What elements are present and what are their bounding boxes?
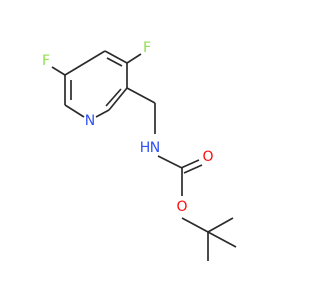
bond-c6-ch2: [126, 87, 156, 104]
bond-c3-c4: [104, 50, 128, 64]
molecule-structure-diagram: F F N H N O O: [42, 40, 237, 261]
bond-n-ring-c1: [64, 104, 85, 118]
bond-carbonyl-double-1: [180, 159, 200, 169]
bond-c6-n-ring: [95, 109, 110, 118]
bond-carbonyl-double-2: [183, 164, 203, 174]
bond-o-ester-c-quaternary: [181, 217, 209, 233]
bond-c5-c6-inner: [105, 88, 122, 107]
bond-c3-c4-inner: [106, 57, 123, 67]
atom-label-o-carbonyl: O: [202, 149, 213, 165]
bond-c2-f-left: [51, 66, 66, 76]
bond-c-quaternary-ch3-up: [207, 217, 234, 233]
atom-label-f-top: F: [143, 40, 151, 56]
atom-label-n-ring: N: [85, 113, 95, 129]
atom-label-n-amide: N: [150, 140, 160, 156]
bond-c4-f-top: [126, 53, 142, 64]
bond-c5-c6: [108, 87, 128, 111]
bond-n-amide-c-carbonyl: [157, 155, 183, 169]
bond-c-quaternary-ch3-right: [207, 231, 237, 248]
atom-label-f-left: F: [42, 53, 50, 69]
atom-label-o-ester: O: [176, 199, 187, 215]
atom-label-h-amide: H: [140, 140, 151, 156]
bond-c2-c3: [64, 50, 106, 76]
